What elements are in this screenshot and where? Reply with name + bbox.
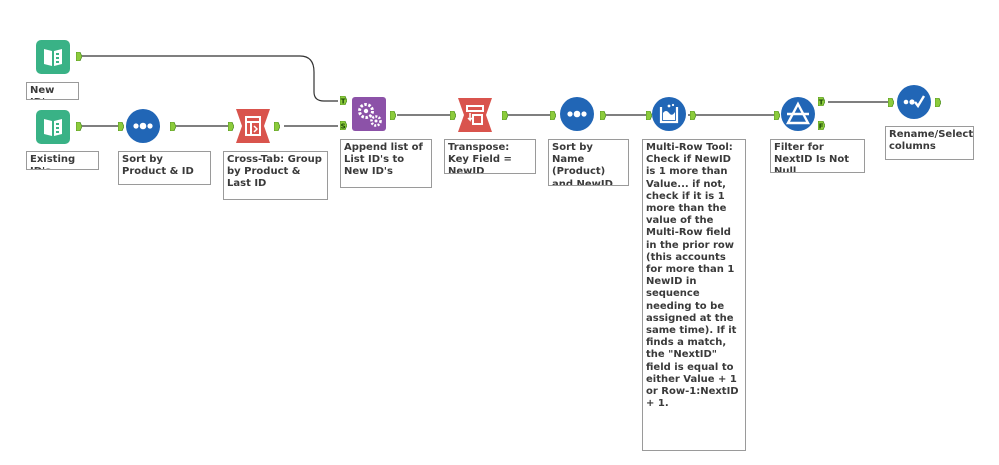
output-anchor[interactable] xyxy=(274,122,280,131)
input-anchor[interactable] xyxy=(450,111,456,120)
tool-annotation: Sort by Product & ID xyxy=(118,151,211,185)
tool-annotation: Sort by Name (Product) and NewID xyxy=(548,139,629,186)
source-input-anchor[interactable]: S xyxy=(340,121,347,130)
tool-annotation: Append list of List ID's to New ID's xyxy=(340,139,432,188)
input-anchor[interactable] xyxy=(888,98,894,107)
anchor-label: S xyxy=(341,122,346,130)
filter-tool[interactable] xyxy=(781,97,815,131)
connection-new-ids-to-append xyxy=(80,55,338,102)
book-icon xyxy=(44,49,62,66)
output-anchor[interactable] xyxy=(76,122,82,131)
select-tool[interactable] xyxy=(897,85,931,119)
output-anchor[interactable] xyxy=(600,111,606,120)
transpose-icon xyxy=(466,105,484,125)
input-anchor[interactable] xyxy=(646,111,652,120)
input-anchor[interactable] xyxy=(118,122,124,131)
output-anchor[interactable] xyxy=(502,111,508,120)
tool-annotation: Multi-Row Tool: Check if NewID is 1 more… xyxy=(642,139,746,451)
anchor-label: T xyxy=(819,98,824,106)
filter-icon xyxy=(786,101,810,125)
input-anchor[interactable] xyxy=(550,111,556,120)
select-icon xyxy=(903,95,926,109)
target-input-anchor[interactable]: T xyxy=(340,96,347,105)
tool-annotation: Transpose: Key Field = NewID xyxy=(444,139,536,174)
output-anchor[interactable] xyxy=(76,52,82,61)
multi-row-icon xyxy=(659,103,679,124)
tool-annotation: New ID's xyxy=(26,82,79,100)
gears-icon xyxy=(358,103,382,127)
tool-annotation: Cross-Tab: Group by Product & Last ID xyxy=(223,151,328,200)
output-anchor[interactable] xyxy=(170,122,176,131)
anchor-label: T xyxy=(341,97,346,105)
output-anchor[interactable] xyxy=(390,111,396,120)
tool-annotation: Rename/Select columns xyxy=(885,126,974,160)
multi-row-formula-tool[interactable] xyxy=(652,97,686,131)
book-icon xyxy=(44,119,62,136)
transpose-tool[interactable] xyxy=(458,98,492,132)
true-output-anchor[interactable]: T xyxy=(818,97,825,106)
input-anchor[interactable] xyxy=(228,122,234,131)
sort-icon xyxy=(567,110,587,118)
input-anchor[interactable] xyxy=(774,111,780,120)
append-fields-tool[interactable] xyxy=(352,97,386,131)
output-anchor[interactable] xyxy=(690,111,696,120)
anchor-label: F xyxy=(819,122,824,130)
input-data-tool-new-ids[interactable] xyxy=(36,40,70,74)
sort-tool[interactable] xyxy=(560,97,594,131)
sort-tool[interactable] xyxy=(126,109,160,143)
tool-annotation: Existing ID's xyxy=(26,151,99,170)
crosstab-icon xyxy=(245,116,261,136)
input-data-tool-existing-ids[interactable] xyxy=(36,110,70,144)
output-anchor[interactable] xyxy=(935,98,941,107)
cross-tab-tool[interactable] xyxy=(236,109,270,143)
false-output-anchor[interactable]: F xyxy=(818,121,825,130)
tool-annotation: Filter for NextID Is Not Null xyxy=(770,139,865,173)
sort-icon xyxy=(133,122,153,130)
